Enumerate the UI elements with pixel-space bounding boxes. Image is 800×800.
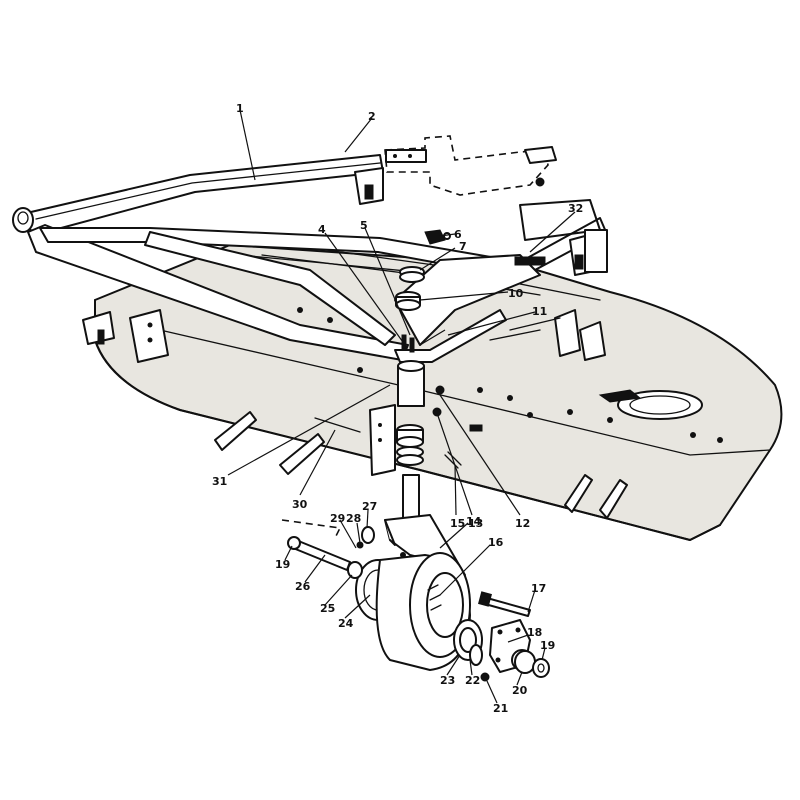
callout-28: 28 <box>346 512 361 525</box>
callout-12: 12 <box>515 517 530 530</box>
callout-15: 15 <box>450 517 465 530</box>
callout-10: 10 <box>508 287 524 300</box>
callout-27: 27 <box>362 500 377 513</box>
callout-labels: 1 2 4 5 6 7 10 11 32 31 30 15 13 12 27 2… <box>212 102 583 715</box>
callout-4: 4 <box>318 223 326 236</box>
callout-13: 13 <box>468 517 483 530</box>
callout-21: 21 <box>493 702 508 715</box>
callout-24: 24 <box>338 617 354 630</box>
callout-5: 5 <box>360 219 368 232</box>
callout-20: 20 <box>512 684 528 697</box>
hitch-assembly-phantom <box>384 135 557 196</box>
callout-2: 2 <box>368 110 376 123</box>
callout-25: 25 <box>320 602 335 615</box>
callout-1: 1 <box>236 102 244 115</box>
callout-29: 29 <box>330 512 345 525</box>
caster-wheel <box>281 519 550 682</box>
callout-30: 30 <box>292 498 308 511</box>
frame-assembly <box>12 154 608 363</box>
caster-spindle-stack <box>314 229 462 526</box>
callout-19-right: 19 <box>540 639 555 652</box>
callout-7: 7 <box>459 240 467 253</box>
callout-26: 26 <box>295 580 311 593</box>
callout-11: 11 <box>532 305 547 318</box>
callout-23: 23 <box>440 674 455 687</box>
callout-17: 17 <box>531 582 546 595</box>
callout-14: 14 <box>466 515 482 528</box>
callout-31: 31 <box>212 475 227 488</box>
callout-leaders <box>227 109 576 704</box>
callout-19-left: 19 <box>275 558 290 571</box>
callout-16: 16 <box>488 536 504 549</box>
callout-22: 22 <box>465 674 480 687</box>
callout-6: 6 <box>454 228 462 241</box>
callout-18: 18 <box>527 626 542 639</box>
callout-32: 32 <box>568 202 583 215</box>
